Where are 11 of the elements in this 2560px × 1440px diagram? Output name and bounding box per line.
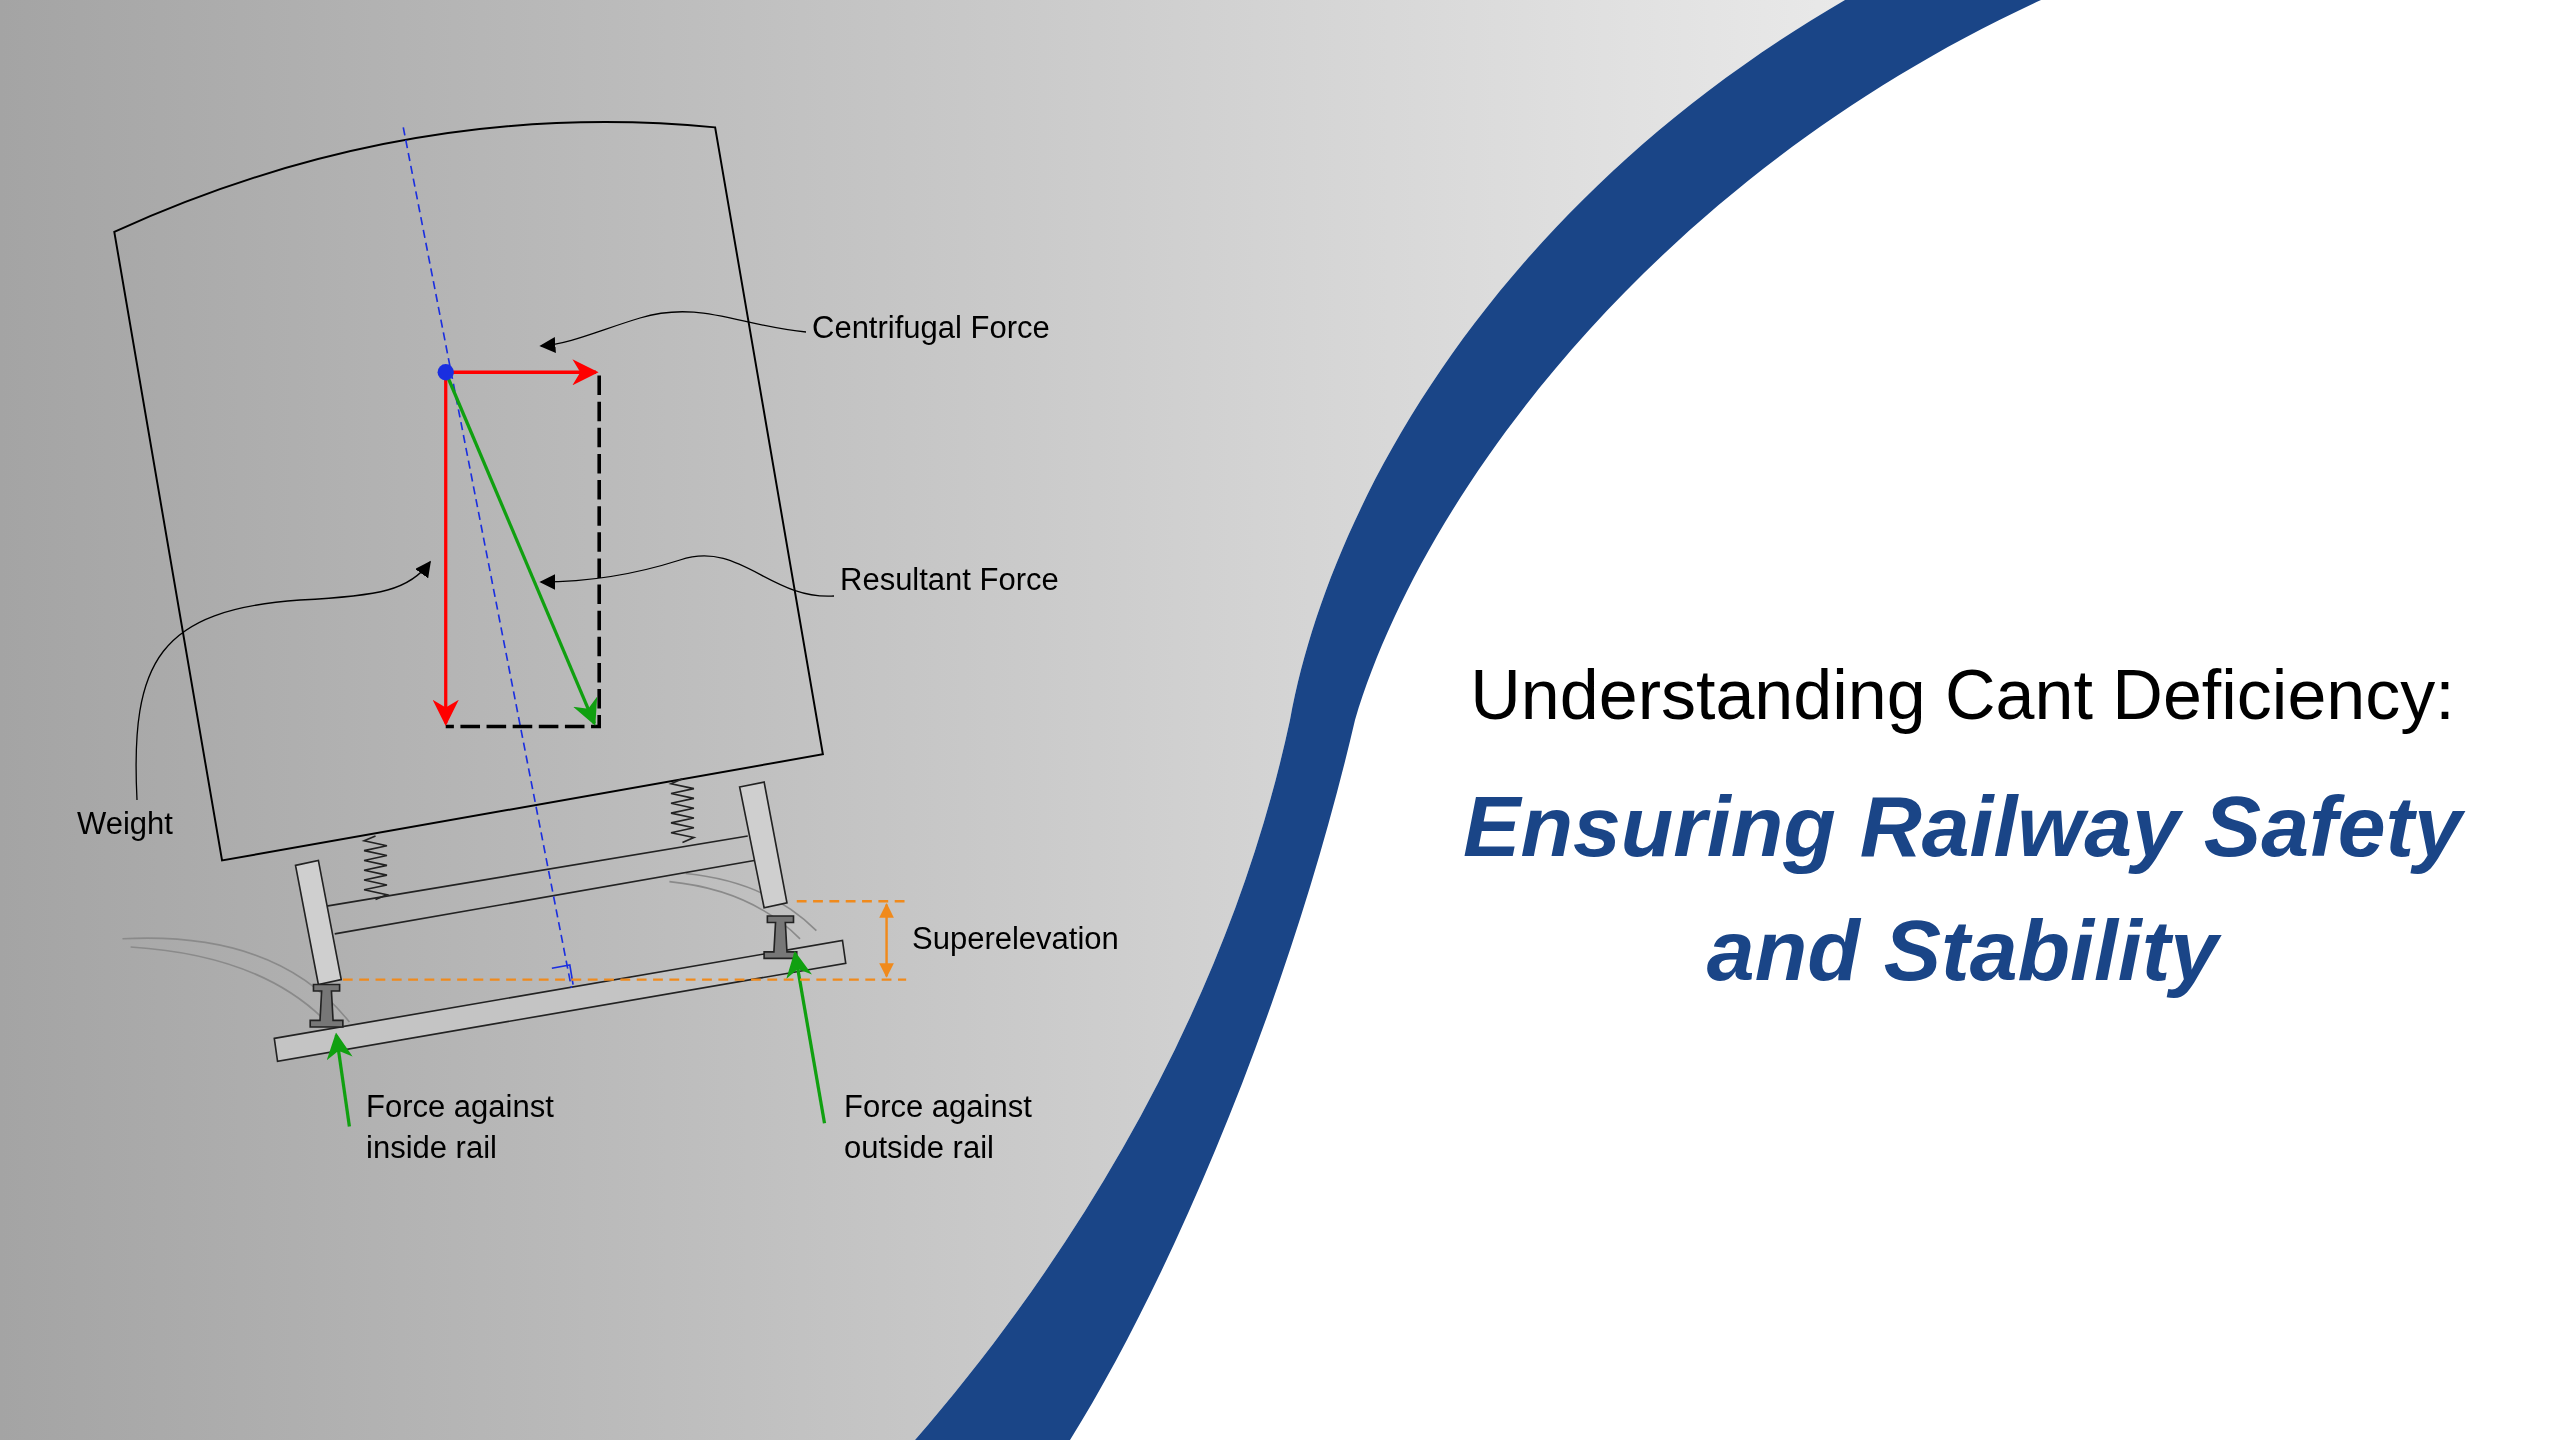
leader-line	[539, 555, 835, 597]
leader-line	[135, 560, 431, 801]
force-label: Weight	[77, 806, 173, 842]
force-label: Resultant Force	[840, 562, 1059, 598]
subtitle: Ensuring Railway Safety and Stability	[1462, 764, 2463, 1012]
leader-line	[539, 311, 807, 353]
diagram-label: Force against inside rail	[366, 1088, 555, 1167]
diagram-label: Superelevation	[912, 920, 1120, 958]
title: Understanding Cant Deficiency:	[1470, 655, 2455, 736]
force-label: Centrifugal Force	[812, 310, 1050, 346]
diagram-label: Force against outside rail	[844, 1088, 1033, 1167]
